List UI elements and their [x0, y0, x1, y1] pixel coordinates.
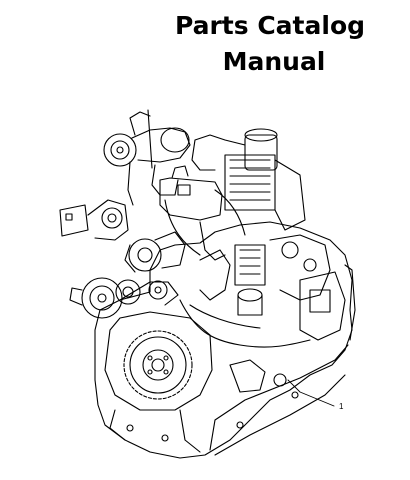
title-line-1: Parts Catalog — [174, 11, 366, 40]
callout-label: 1 — [339, 402, 344, 411]
catalog-title: Parts Catalog Manual — [150, 8, 390, 80]
engine-icon — [59, 109, 356, 459]
title-line-2: Manual — [222, 47, 326, 76]
